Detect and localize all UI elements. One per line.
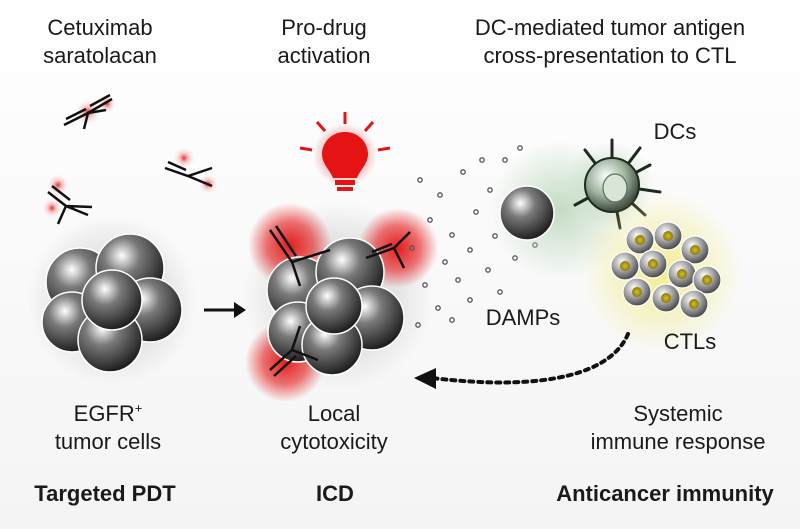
section-title-anticancer-immunity: Anticancer immunity: [556, 481, 774, 506]
damps-label: DAMPs: [485, 305, 561, 330]
cytotoxicity-line: cytotoxicity: [280, 429, 388, 454]
step-arrow: [204, 302, 246, 318]
light-bulb-icon: [299, 112, 391, 191]
tumor-cells-line: tumor cells: [54, 429, 162, 454]
systemic-response-label: Systemic immune response: [578, 400, 778, 456]
local-cytotoxicity-label: Local cytotoxicity: [264, 400, 404, 456]
systemic-response-arrow: [414, 332, 630, 389]
activated-tumor-cluster: [243, 200, 438, 402]
free-antibody: [41, 173, 93, 225]
ctls-label: CTLs: [663, 329, 717, 354]
section-title-targeted-pdt: Targeted PDT: [34, 481, 176, 506]
activation-label-line1: Pro-drug: [281, 15, 367, 40]
activation-label-line2: activation: [277, 43, 371, 68]
ctl-cluster: [582, 192, 742, 352]
egfr-line: EGFR+: [40, 400, 176, 428]
dc-presentation-line2: cross-presentation to CTL: [483, 43, 737, 68]
dc-presentation-label: DC-mediated tumor antigen cross-presenta…: [432, 14, 788, 70]
egfr-text: EGFR: [73, 401, 135, 426]
tumor-cell-cluster: [27, 215, 197, 385]
activation-label: Pro-drug activation: [258, 14, 390, 70]
dcs-label: DCs: [653, 119, 697, 144]
drug-label-line2: saratolacan: [43, 43, 157, 68]
free-antibody: [63, 93, 117, 130]
drug-label: Cetuximab saratolacan: [16, 14, 184, 70]
section-title-icd: ICD: [316, 481, 354, 506]
immune-response-line: immune response: [590, 429, 766, 454]
dc-presentation-line1: DC-mediated tumor antigen: [474, 15, 746, 40]
systemic-line: Systemic: [633, 401, 723, 426]
free-antibody: [164, 146, 219, 195]
local-line: Local: [307, 401, 361, 426]
egfr-label: EGFR+ tumor cells: [40, 400, 176, 456]
drug-label-line1: Cetuximab: [47, 15, 153, 40]
egfr-superscript: +: [134, 400, 143, 416]
